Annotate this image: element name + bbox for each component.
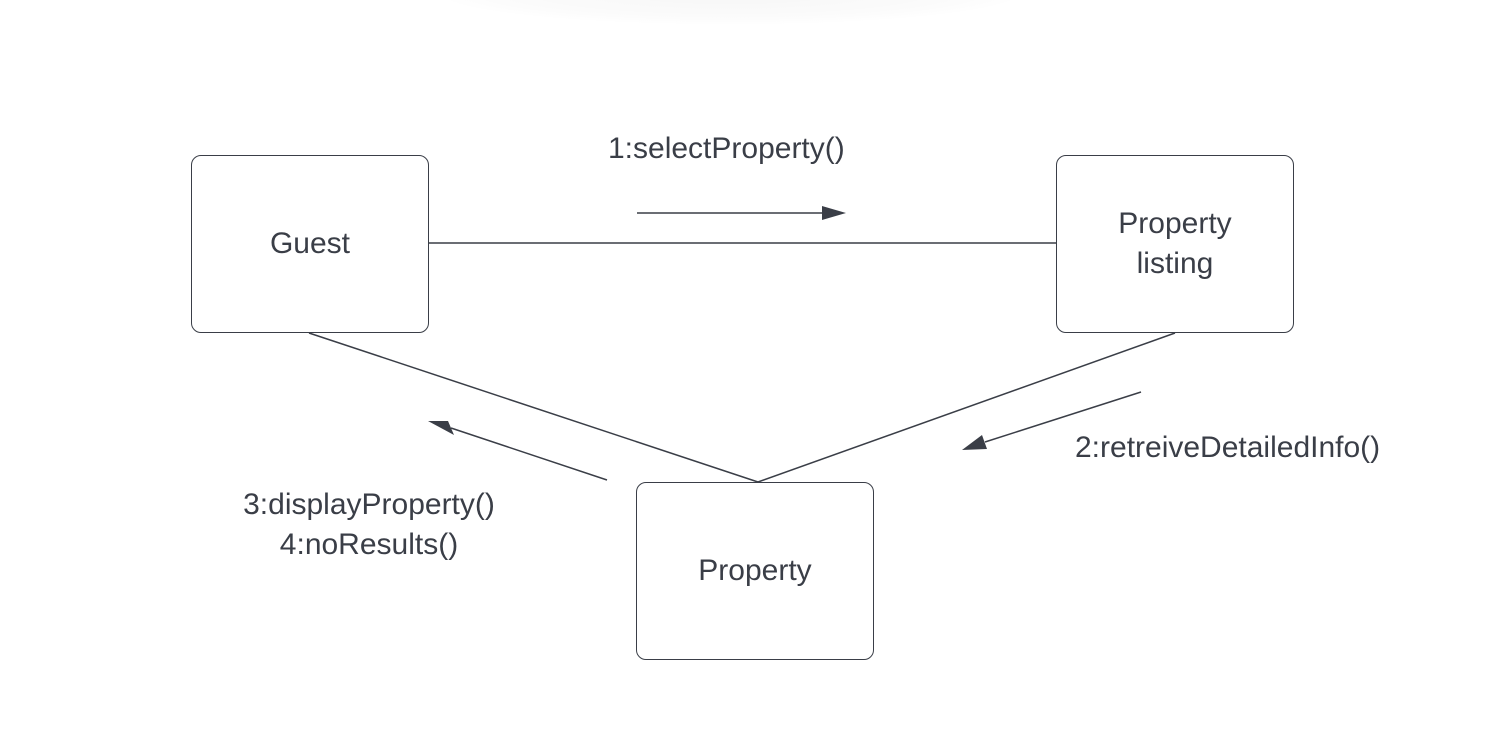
- arrow-msg-2: [962, 391, 1142, 450]
- link-guest-property: [308, 332, 759, 483]
- arrow-msg-3: [428, 421, 608, 481]
- property-node-label: Property: [698, 554, 812, 587]
- property-listing-node-label: Property listing: [1118, 207, 1232, 280]
- message-label-retreive-detailed-info: 2:retreiveDetailedInfo(): [1075, 431, 1381, 464]
- link-listing-property: [757, 332, 1176, 483]
- message-label-display-property: 3:displayProperty(): [243, 488, 495, 521]
- guest-node[interactable]: Guest: [191, 155, 429, 333]
- guest-node-label: Guest: [269, 227, 351, 260]
- message-label-no-results: 4:noResults(): [279, 528, 459, 561]
- property-node[interactable]: Property: [636, 482, 874, 660]
- message-label-select-property: 1:selectProperty(): [608, 132, 845, 165]
- arrow-msg-1: [637, 206, 846, 220]
- property-listing-node[interactable]: Property listing: [1056, 155, 1294, 333]
